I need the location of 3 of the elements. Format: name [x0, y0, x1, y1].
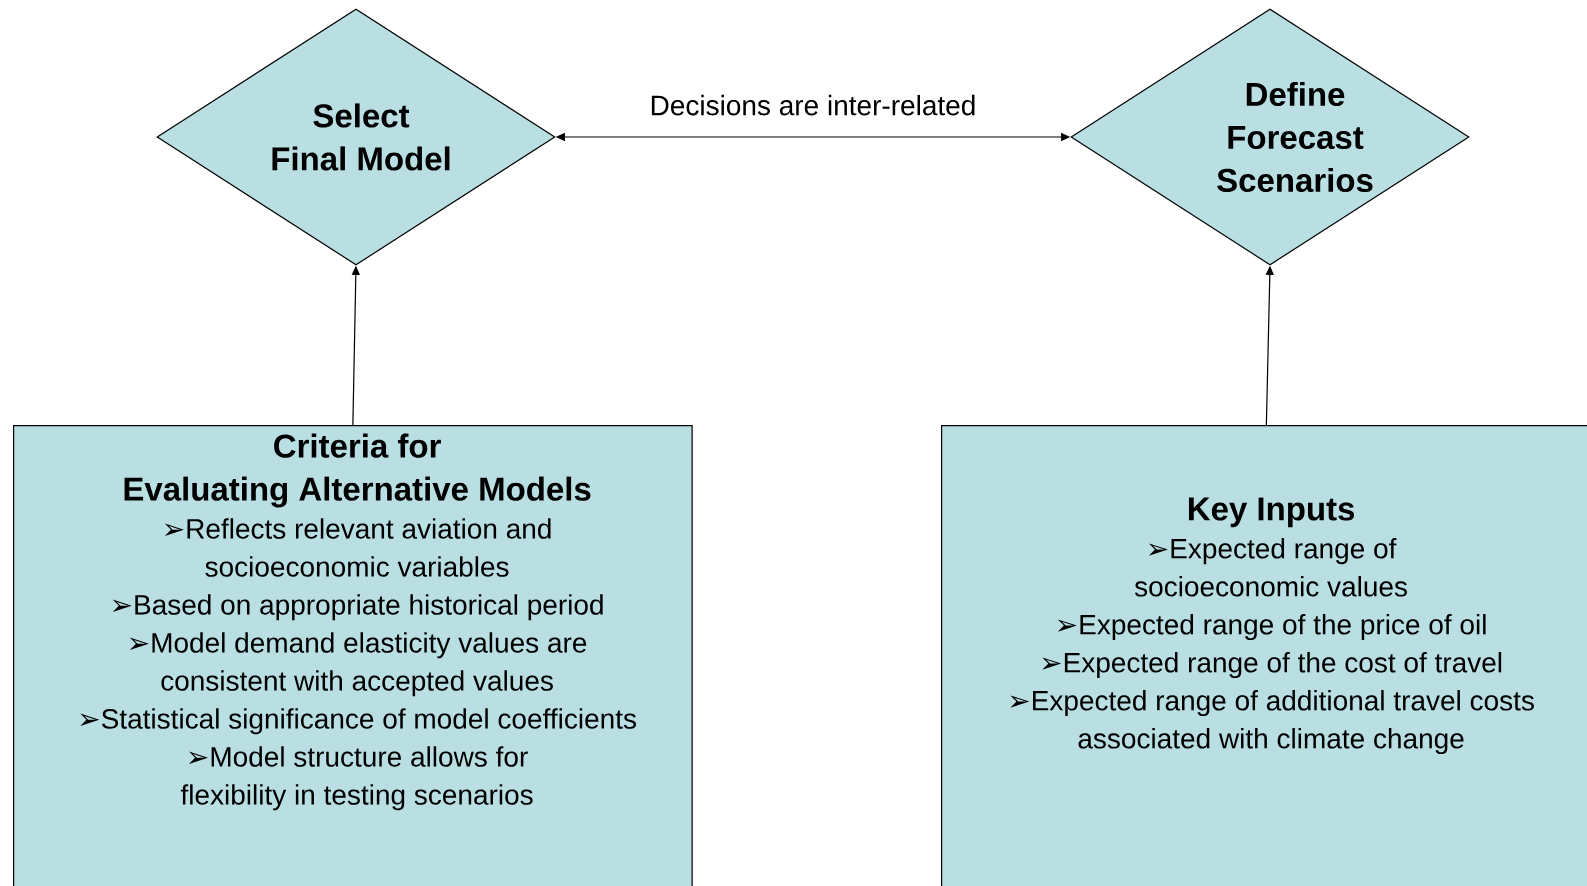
edge-label: Decisions are inter-related: [648, 93, 978, 117]
text-box: Criteria for Evaluating Alternative Models ➢Reflects relevant aviation and socioeconomic variables ➢Based on appropriate historical period ➢Model demand elasticity values are consistent with accepted values ➢Statistical significance of model coefficients ➢Model structure allows for flexibility in testing scenarios: [13, 425, 693, 886]
text-box: Key Inputs ➢Expected range of socioeconomic values ➢Expected range of the price of oil ➢Expected range of the cost of travel ➢Expected range of additional travel costs associated with climate change: [941, 425, 1587, 886]
